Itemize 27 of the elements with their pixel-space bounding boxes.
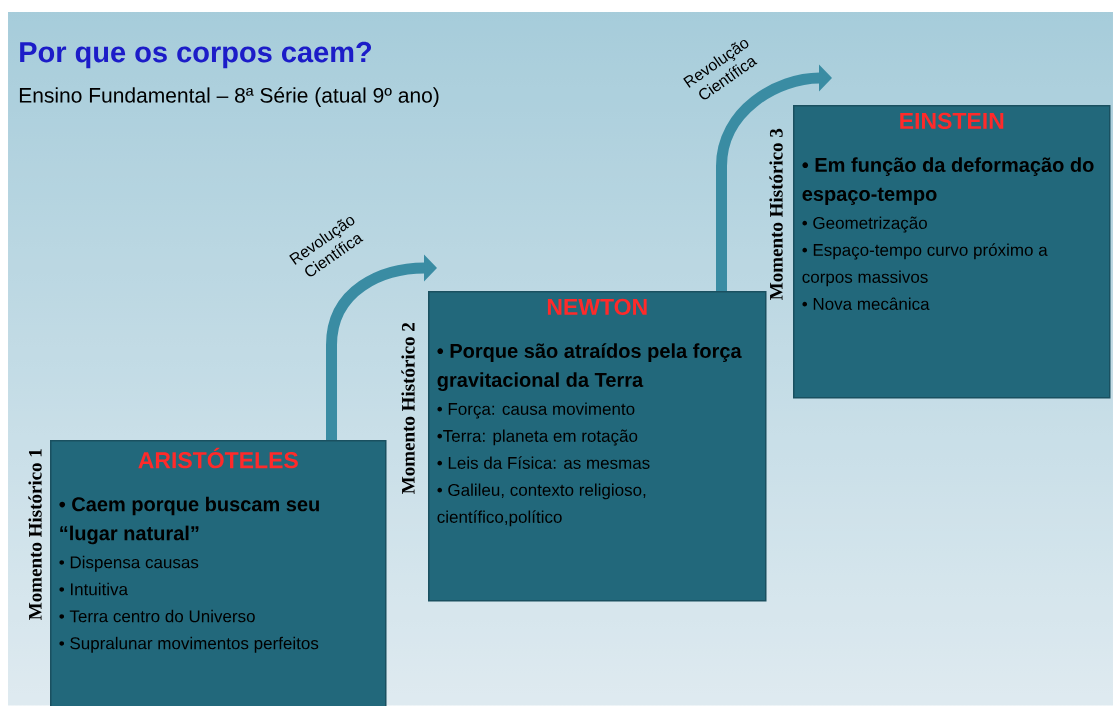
bullet-text: • Terra centro do Universo	[59, 609, 255, 623]
era-box	[50, 440, 387, 706]
bullet-text: • Leis da Física: as mesmas	[437, 456, 650, 469]
main-point: • Em função da deformação do espaço-tempo	[802, 157, 1094, 205]
bullet-text: • Supralunar movimentos perfeitos	[59, 636, 319, 653]
era-box	[428, 291, 767, 602]
bullet-text: • Geometrização	[802, 216, 927, 233]
heading: NEWTON	[547, 298, 647, 316]
curved-arrow	[326, 254, 437, 440]
bullet-text: • Dispensa causas	[59, 555, 199, 572]
period-label: Momento Histórico 1	[28, 449, 42, 620]
title: Por que os corpos caem?	[20, 41, 372, 69]
bullet-text: •Terra: planeta em rotação	[437, 429, 638, 446]
main-point: • Porque são atraídos pela força gravitacional da Terra	[437, 343, 742, 392]
bullet-text: • Intuitiva	[59, 582, 128, 596]
subtitle: Ensino Fundamental – 8ª Série (atual 9º ano)	[19, 87, 439, 107]
main-point: • Caem porque buscam seu “lugar natural”	[59, 496, 319, 545]
bullet-text: • Espaço-tempo curvo próximo a corpos massivos	[802, 243, 1048, 287]
bullet-text: • Nova mecânica	[802, 297, 930, 310]
bullet-text: • Força: causa movimento	[437, 402, 635, 419]
era-box	[793, 105, 1111, 399]
period-label: Momento Histórico 2	[401, 323, 415, 494]
curved-arrow	[716, 64, 832, 291]
heading: EINSTEIN	[900, 112, 1004, 130]
period-label: Momento Histórico 3	[769, 128, 783, 300]
bullet-text: • Galileu, contexto religioso, científico,político	[437, 483, 646, 527]
heading: ARISTÓTELES	[138, 447, 298, 469]
